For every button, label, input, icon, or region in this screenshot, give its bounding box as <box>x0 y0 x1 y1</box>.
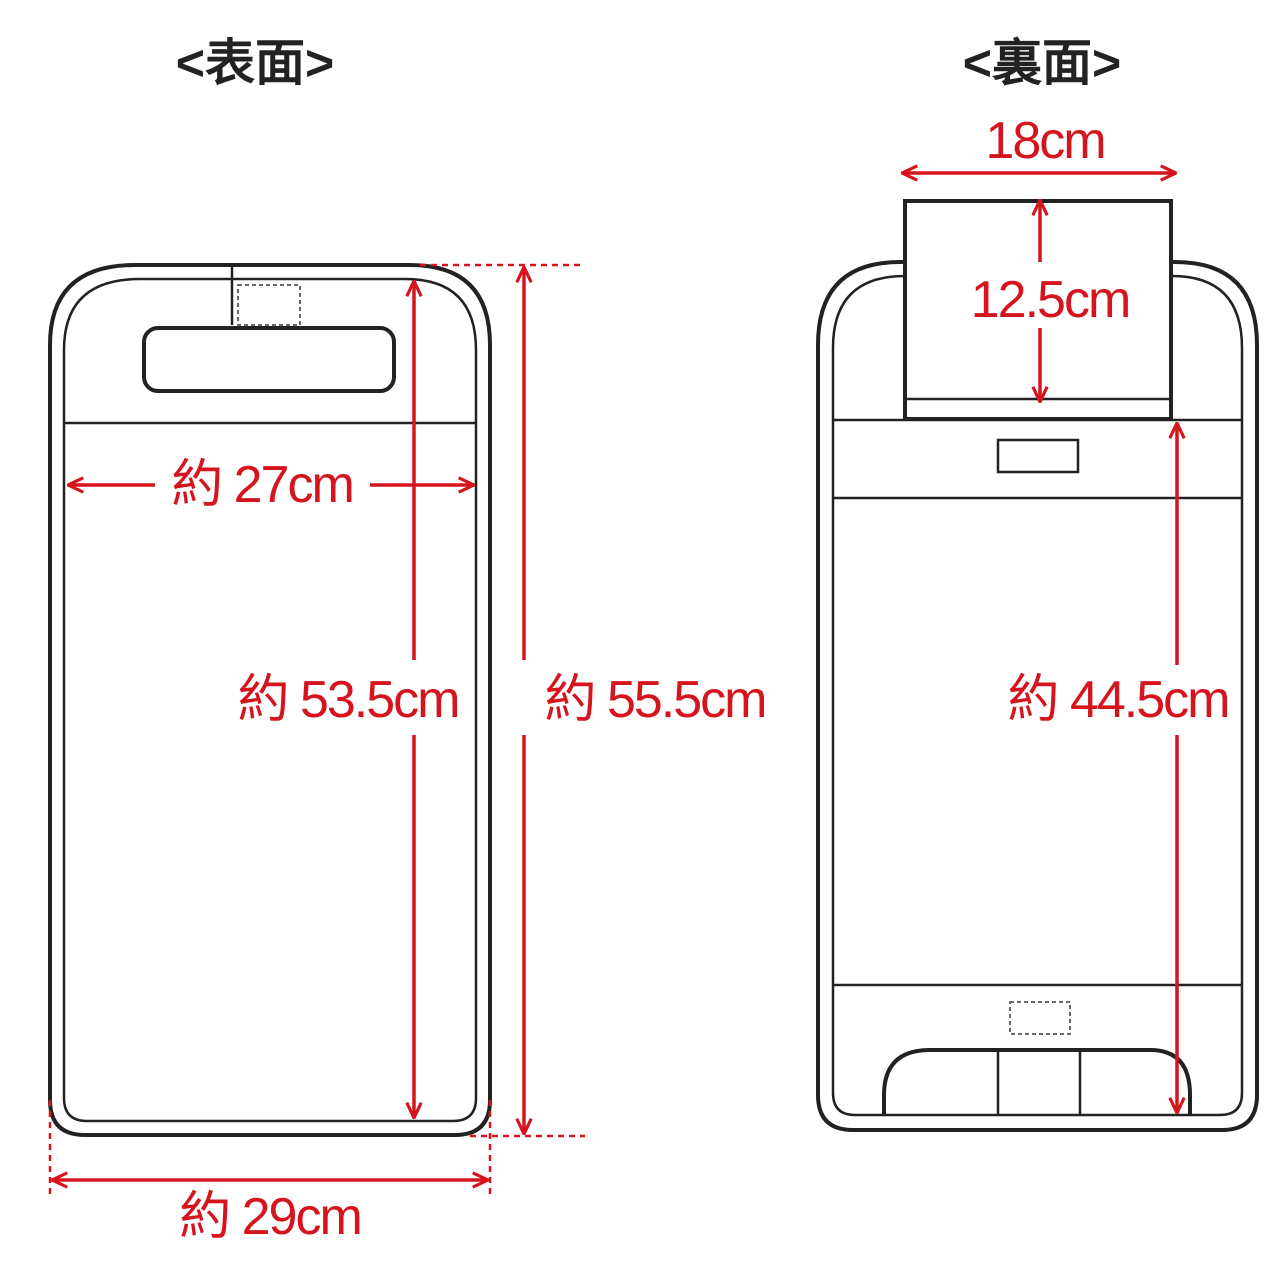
front-inner-outline <box>62 277 478 1123</box>
back-inner-outline <box>831 274 1244 1117</box>
back-bottom-pocket <box>882 1048 1192 1115</box>
front-label-tag <box>237 284 301 326</box>
front-total-height-label: 約 55.5cm <box>545 671 766 729</box>
front-outer-outline <box>48 263 492 1137</box>
front-inner-width-label: 約 27cm <box>171 456 353 514</box>
back-top-pocket <box>903 199 1173 421</box>
back-pocket-height-label: 12.5cm <box>971 271 1130 329</box>
back-pocket-width-label: 18cm <box>985 112 1104 170</box>
back-view: <裏面> 18cm 12.5cm 約 44.5cm <box>816 35 1259 1132</box>
front-handle-opening <box>142 326 396 393</box>
front-title: <表面> <box>176 35 334 91</box>
back-outer-outline <box>816 260 1259 1132</box>
front-inner-height-label: 約 53.5cm <box>238 671 459 729</box>
back-title: <裏面> <box>963 35 1121 91</box>
back-bottom-tag <box>1009 1001 1071 1035</box>
back-height-label: 約 44.5cm <box>1008 671 1229 729</box>
front-view: <表面> 約 27cm 約 53.5cm 約 55.5cm 約 29cm <box>48 35 767 1246</box>
back-top-tag <box>996 438 1080 474</box>
front-total-width-label: 約 29cm <box>179 1188 361 1246</box>
